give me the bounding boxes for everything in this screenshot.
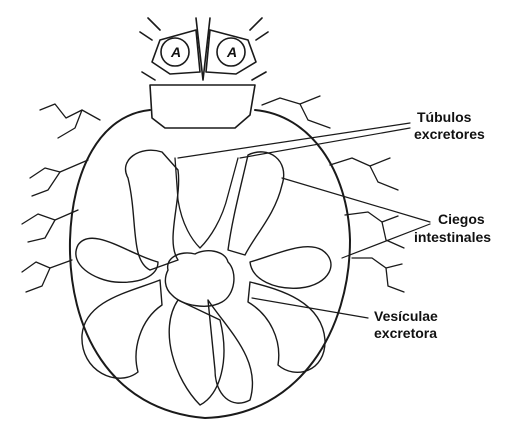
excretory-vesicle (165, 251, 234, 306)
label-tubulos-line1: Túbulos (417, 109, 472, 125)
gnathosoma (140, 18, 268, 128)
ciegos-leader-1 (282, 178, 430, 222)
legs-left (22, 104, 100, 292)
intestinal-caeca (76, 150, 331, 405)
excretory-tubules (175, 158, 238, 248)
palp-letter-left: A (170, 44, 181, 60)
vesicula-leader (252, 298, 368, 318)
label-ciegos-line1: Ciegos (438, 211, 485, 227)
legs-right (262, 96, 404, 292)
label-tubulos-line2: excretores (414, 126, 485, 142)
leader-lines (178, 123, 430, 318)
palp-letter-right: A (226, 44, 237, 60)
label-ciegos-line2: intestinales (414, 229, 491, 245)
label-vesicula-line2: excretora (374, 325, 437, 341)
label-vesicula-line1: Vesículae (374, 308, 438, 324)
labels: Túbulos excretores Ciegos intestinales V… (374, 109, 491, 341)
body-outline (70, 110, 350, 418)
